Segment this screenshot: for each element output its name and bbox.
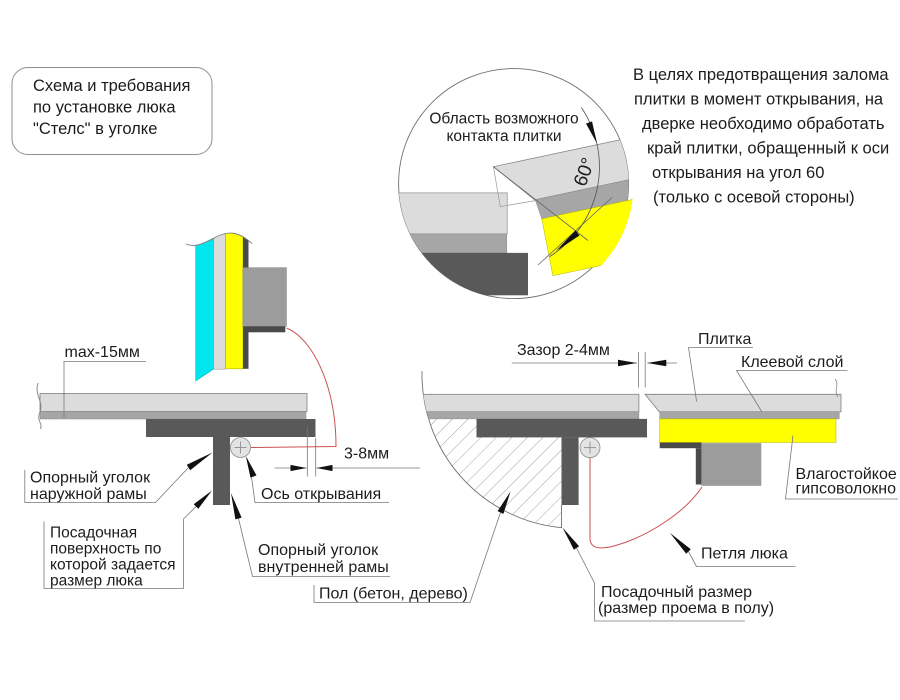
- svg-text:Опорный уголок: Опорный уголок: [30, 470, 151, 487]
- svg-text:внутренней рамы: внутренней рамы: [258, 559, 389, 576]
- svg-text:Плитка: Плитка: [698, 331, 751, 348]
- svg-text:которой задается: которой задается: [50, 557, 176, 574]
- svg-text:max-15мм: max-15мм: [65, 344, 140, 361]
- svg-text:Влагостойкое: Влагостойкое: [796, 466, 897, 483]
- svg-text:(размер проема в полу): (размер проема в полу): [598, 600, 774, 617]
- svg-text:В целях предотвращения залома: В целях предотвращения залома: [633, 66, 889, 84]
- svg-text:размер люка: размер люка: [50, 573, 143, 590]
- svg-text:Посадочная: Посадочная: [50, 525, 137, 542]
- svg-text:дверке необходимо обработать: дверке необходимо обработать: [642, 115, 885, 133]
- svg-text:плитки в момент открывания, на: плитки в момент открывания, на: [634, 91, 884, 109]
- svg-text:Ось открывания: Ось открывания: [261, 486, 381, 503]
- svg-text:по установке люка: по установке люка: [33, 99, 176, 117]
- svg-text:открывания на угол 60: открывания на угол 60: [652, 164, 824, 182]
- svg-text:Зазор 2-4мм: Зазор 2-4мм: [517, 342, 610, 359]
- svg-text:Опорный уголок: Опорный уголок: [258, 542, 379, 559]
- svg-text:Клеевой слой: Клеевой слой: [741, 354, 843, 371]
- svg-text:(только с осевой стороны): (только с осевой стороны): [653, 189, 855, 207]
- svg-text:3-8мм: 3-8мм: [344, 446, 389, 463]
- svg-text:"Стелс" в уголке: "Стелс" в уголке: [33, 120, 157, 138]
- svg-text:Посадочный размер: Посадочный размер: [601, 584, 752, 601]
- svg-text:Пол (бетон, дерево): Пол (бетон, дерево): [319, 586, 468, 603]
- svg-text:Петля люка: Петля люка: [701, 546, 788, 563]
- svg-text:Схема и требования: Схема и требования: [33, 77, 190, 95]
- svg-text:гипсоволокно: гипсоволокно: [796, 481, 897, 498]
- svg-text:контакта плитки: контакта плитки: [446, 128, 561, 145]
- svg-text:наружной рамы: наружной рамы: [30, 486, 147, 503]
- svg-text:поверхность по: поверхность по: [50, 541, 161, 558]
- svg-text:Область возможного: Область возможного: [429, 111, 578, 128]
- svg-text:край плитки, обращенный к оси: край плитки, обращенный к оси: [647, 140, 889, 158]
